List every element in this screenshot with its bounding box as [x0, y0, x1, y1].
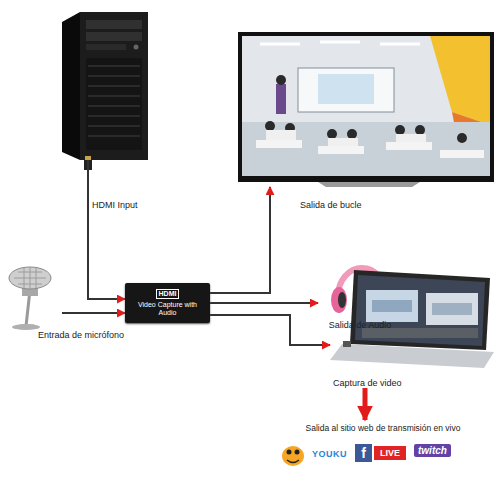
teacher-head [276, 75, 286, 85]
classroom-floor [242, 122, 490, 176]
student [395, 125, 405, 135]
ear-cup [331, 287, 347, 313]
cable-connector [62, 312, 125, 314]
douyu-logo [282, 446, 304, 466]
desk [256, 140, 302, 148]
node-text: Video Capture with Audio [132, 301, 204, 317]
cable-connector [88, 160, 125, 299]
student [327, 129, 337, 139]
logo-mouth [287, 460, 299, 463]
ceiling-lights [260, 42, 420, 44]
uniforms [266, 130, 296, 140]
television [238, 32, 494, 187]
logo-eye [287, 450, 292, 455]
mic-head [9, 267, 51, 289]
mic-base [12, 324, 40, 330]
preview-content [372, 300, 412, 312]
headphones-node: Salida de Audio [318, 262, 402, 330]
connector-label: Entrada de micrófono [38, 330, 124, 340]
student [347, 129, 357, 139]
twitch-logo-text: twitch [414, 444, 451, 457]
tower-side [62, 12, 80, 160]
streaming-output-node: Salida al sitio web de transmisión en vi… [270, 420, 496, 436]
preview-left [366, 290, 418, 322]
front-grille [86, 58, 142, 150]
live-logo-text: LIVE [374, 446, 406, 460]
student [415, 125, 425, 135]
node-heading: Salida de Audio [329, 320, 392, 330]
uniforms [396, 134, 426, 142]
drive-bay [86, 44, 126, 50]
student [265, 121, 275, 131]
whiteboard [298, 68, 394, 112]
power-button [134, 45, 139, 50]
node-heading: Captura de video [333, 378, 402, 388]
student [457, 133, 467, 143]
tower-front [80, 12, 148, 160]
logo-fish [282, 446, 304, 466]
connector-label: Salida de bucle [300, 200, 362, 210]
desk [440, 150, 484, 158]
microphone [9, 267, 51, 330]
laptop-base [330, 344, 494, 368]
laptop-bezel [350, 270, 490, 350]
ear-pad [338, 292, 346, 308]
laptop-screen [355, 275, 485, 346]
tv-screen [242, 36, 490, 176]
tv-frame [238, 32, 494, 182]
node-heading: Salida al sitio web de transmisión en vi… [306, 423, 461, 433]
drive-bay [86, 32, 142, 41]
desk [318, 146, 364, 154]
yellow-wall [430, 36, 490, 125]
laptop-node: Captura de video [330, 268, 496, 388]
hdmi-plug-tip [85, 156, 91, 160]
cable-connector [210, 187, 270, 293]
cable-connector [210, 302, 318, 304]
node-heading: HDMI [156, 289, 180, 299]
desk [386, 142, 432, 150]
computer-tower-node [62, 12, 148, 160]
drive-bay [86, 20, 142, 29]
capture-device-box: HDMI Video Capture with Audio [125, 283, 210, 323]
grille-lines [88, 66, 140, 136]
preview-right [426, 293, 478, 325]
logo-eye [295, 450, 300, 455]
mic-grille [14, 267, 46, 289]
projection [318, 74, 374, 104]
facebook-logo-text: f [355, 444, 372, 462]
teacher [276, 84, 286, 114]
television-node [238, 32, 494, 187]
cable-connector [363, 388, 368, 420]
cable-connector [210, 315, 330, 345]
uniforms [328, 138, 358, 146]
computer-tower [62, 12, 148, 170]
youku-logo-text: YOUKU [312, 449, 347, 459]
laptop [330, 270, 494, 368]
tv-stand [318, 182, 420, 187]
connector-label: HDMI Input [92, 200, 138, 210]
microphone-node [4, 262, 62, 330]
usb-plug [343, 341, 351, 347]
preview-content [432, 303, 472, 315]
